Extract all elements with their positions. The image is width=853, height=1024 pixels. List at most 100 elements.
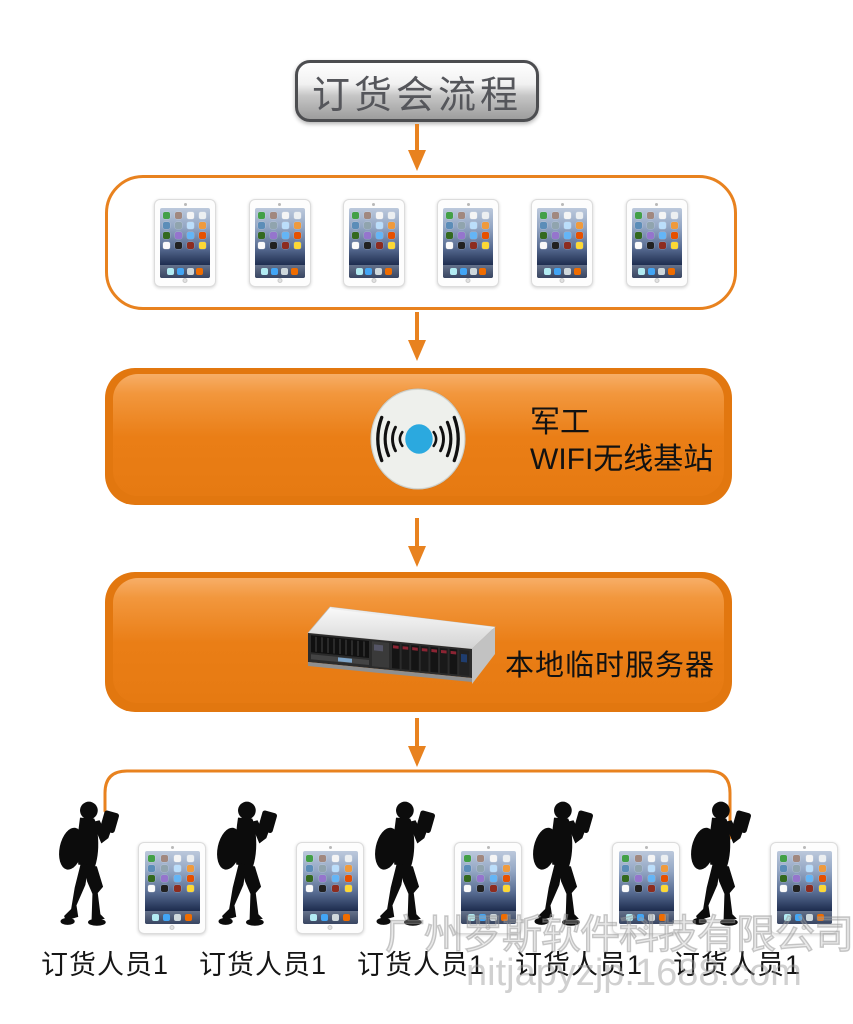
dock-app-icon — [449, 267, 457, 275]
app-icon — [648, 885, 655, 892]
app-icon — [540, 221, 548, 229]
app-icon — [463, 865, 471, 872]
wifi-label-line1: 军工 — [530, 406, 590, 439]
ipad-screen — [631, 207, 682, 278]
ipad-camera-dot — [278, 202, 282, 206]
ipad-device — [248, 198, 311, 287]
app-icon — [806, 855, 813, 862]
dock-app-icon — [563, 267, 571, 275]
ipad-home-button — [559, 277, 565, 283]
app-icon — [476, 875, 484, 882]
app-icon — [187, 241, 195, 249]
ipad-home-button — [485, 925, 491, 930]
app-icon — [187, 231, 195, 239]
app-icon — [634, 211, 642, 219]
dock-app-icon — [321, 914, 329, 921]
app-icon — [463, 875, 471, 882]
app-icon — [269, 211, 277, 219]
app-icon — [621, 875, 629, 882]
app-icon — [576, 221, 584, 229]
ipad-app-grid — [634, 211, 679, 249]
app-icon — [490, 885, 497, 892]
dock-app-icon — [500, 914, 508, 921]
dock-app-icon — [385, 267, 393, 275]
app-icon — [163, 211, 171, 219]
app-icon — [332, 865, 339, 872]
app-icon — [819, 855, 827, 862]
app-icon — [463, 855, 471, 862]
rack-server-image — [307, 606, 496, 684]
wifi-label-line2: WIFI无线基站 — [530, 443, 714, 476]
app-icon — [819, 885, 827, 892]
app-icon — [634, 855, 642, 862]
dock-app-icon — [795, 914, 803, 921]
app-icon — [661, 855, 669, 862]
app-icon — [552, 221, 560, 229]
app-icon — [670, 231, 678, 239]
ipad-device — [625, 198, 688, 287]
app-icon — [470, 221, 478, 229]
person-silhouette-icon — [368, 799, 440, 932]
app-icon — [446, 231, 454, 239]
ipad-home-button — [169, 925, 175, 930]
app-icon — [576, 231, 584, 239]
dock-app-icon — [365, 267, 373, 275]
app-icon — [482, 211, 490, 219]
app-icon — [564, 241, 572, 249]
app-icon — [490, 875, 497, 882]
app-icon — [482, 221, 490, 229]
app-icon — [305, 855, 313, 862]
app-icon — [199, 231, 207, 239]
ipad-screen — [443, 207, 494, 278]
app-icon — [661, 865, 669, 872]
person-silhouette-icon — [684, 799, 756, 932]
app-icon — [446, 211, 454, 219]
app-icon — [187, 855, 195, 862]
ipad-dock — [254, 264, 305, 278]
ipad-device — [296, 842, 364, 934]
app-icon — [458, 221, 466, 229]
app-icon — [446, 241, 454, 249]
dock-app-icon — [554, 267, 561, 275]
ipad-device — [154, 198, 217, 287]
ipad-home-button — [643, 925, 649, 930]
app-icon — [490, 855, 497, 862]
ordering-person-group: 订货人员1 — [642, 795, 838, 980]
app-icon — [634, 221, 642, 229]
app-icon — [174, 855, 181, 862]
app-icon — [646, 241, 654, 249]
app-icon — [463, 885, 471, 892]
dock-app-icon — [186, 267, 194, 275]
app-icon — [199, 221, 207, 229]
app-icon — [646, 221, 654, 229]
app-icon — [174, 885, 181, 892]
app-icon — [503, 885, 511, 892]
ipad-app-grid — [147, 855, 197, 892]
app-icon — [470, 211, 478, 219]
ipad-home-button — [371, 277, 377, 283]
dock-app-icon — [331, 914, 339, 921]
app-icon — [147, 875, 155, 882]
app-icon — [281, 221, 289, 229]
dock-app-icon — [648, 267, 656, 275]
person-silhouette-icon — [526, 799, 598, 932]
app-icon — [490, 865, 497, 872]
app-icon — [476, 855, 484, 862]
app-icon — [503, 855, 511, 862]
person-silhouette-icon — [52, 799, 124, 932]
app-icon — [147, 885, 155, 892]
app-icon — [345, 855, 353, 862]
app-icon — [332, 855, 339, 862]
ipad-dock — [160, 264, 211, 278]
app-icon — [375, 221, 383, 229]
dock-app-icon — [573, 267, 581, 275]
down-arrow-icon — [406, 518, 428, 567]
app-icon — [564, 211, 572, 219]
dock-app-icon — [355, 267, 363, 275]
app-icon — [351, 211, 359, 219]
app-icon — [621, 885, 629, 892]
app-icon — [293, 241, 301, 249]
app-icon — [564, 231, 572, 239]
ipad-screen — [537, 207, 588, 278]
app-icon — [318, 855, 326, 862]
